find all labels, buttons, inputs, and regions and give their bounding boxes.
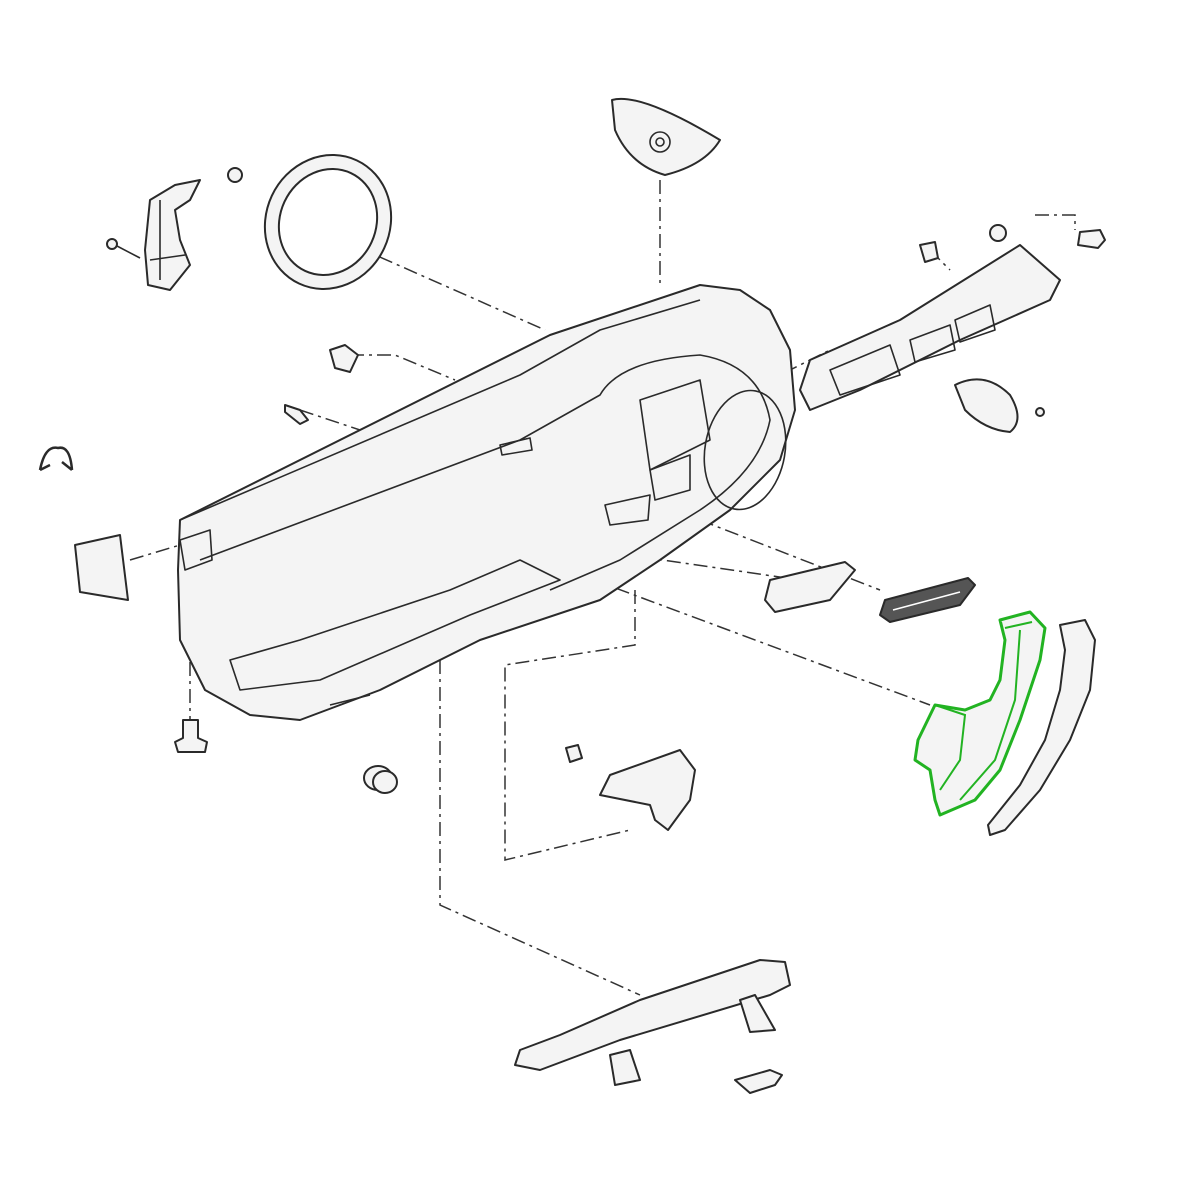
- bolt: [174, 719, 208, 753]
- handle-cup: [764, 561, 856, 613]
- tweeter-speaker-cover: [954, 378, 1045, 433]
- badge-emblem: [879, 577, 976, 623]
- door-trim-panel: [177, 284, 796, 721]
- speaker-ring: [263, 154, 393, 290]
- pull-handle-trim-strip: [987, 619, 1096, 836]
- switch-bezel-upper-trim: [799, 224, 1106, 411]
- clip: [329, 344, 359, 373]
- armrest: [514, 959, 791, 1094]
- end-cap: [74, 534, 129, 601]
- door-pull-handle-highlighted: [913, 610, 1047, 817]
- grommet: [363, 765, 398, 794]
- mirror-trim-cover: [611, 97, 721, 176]
- door-latch-assembly: [106, 167, 243, 291]
- lower-bracket: [565, 744, 696, 831]
- wire-clip: [38, 446, 74, 472]
- screw: [284, 404, 309, 425]
